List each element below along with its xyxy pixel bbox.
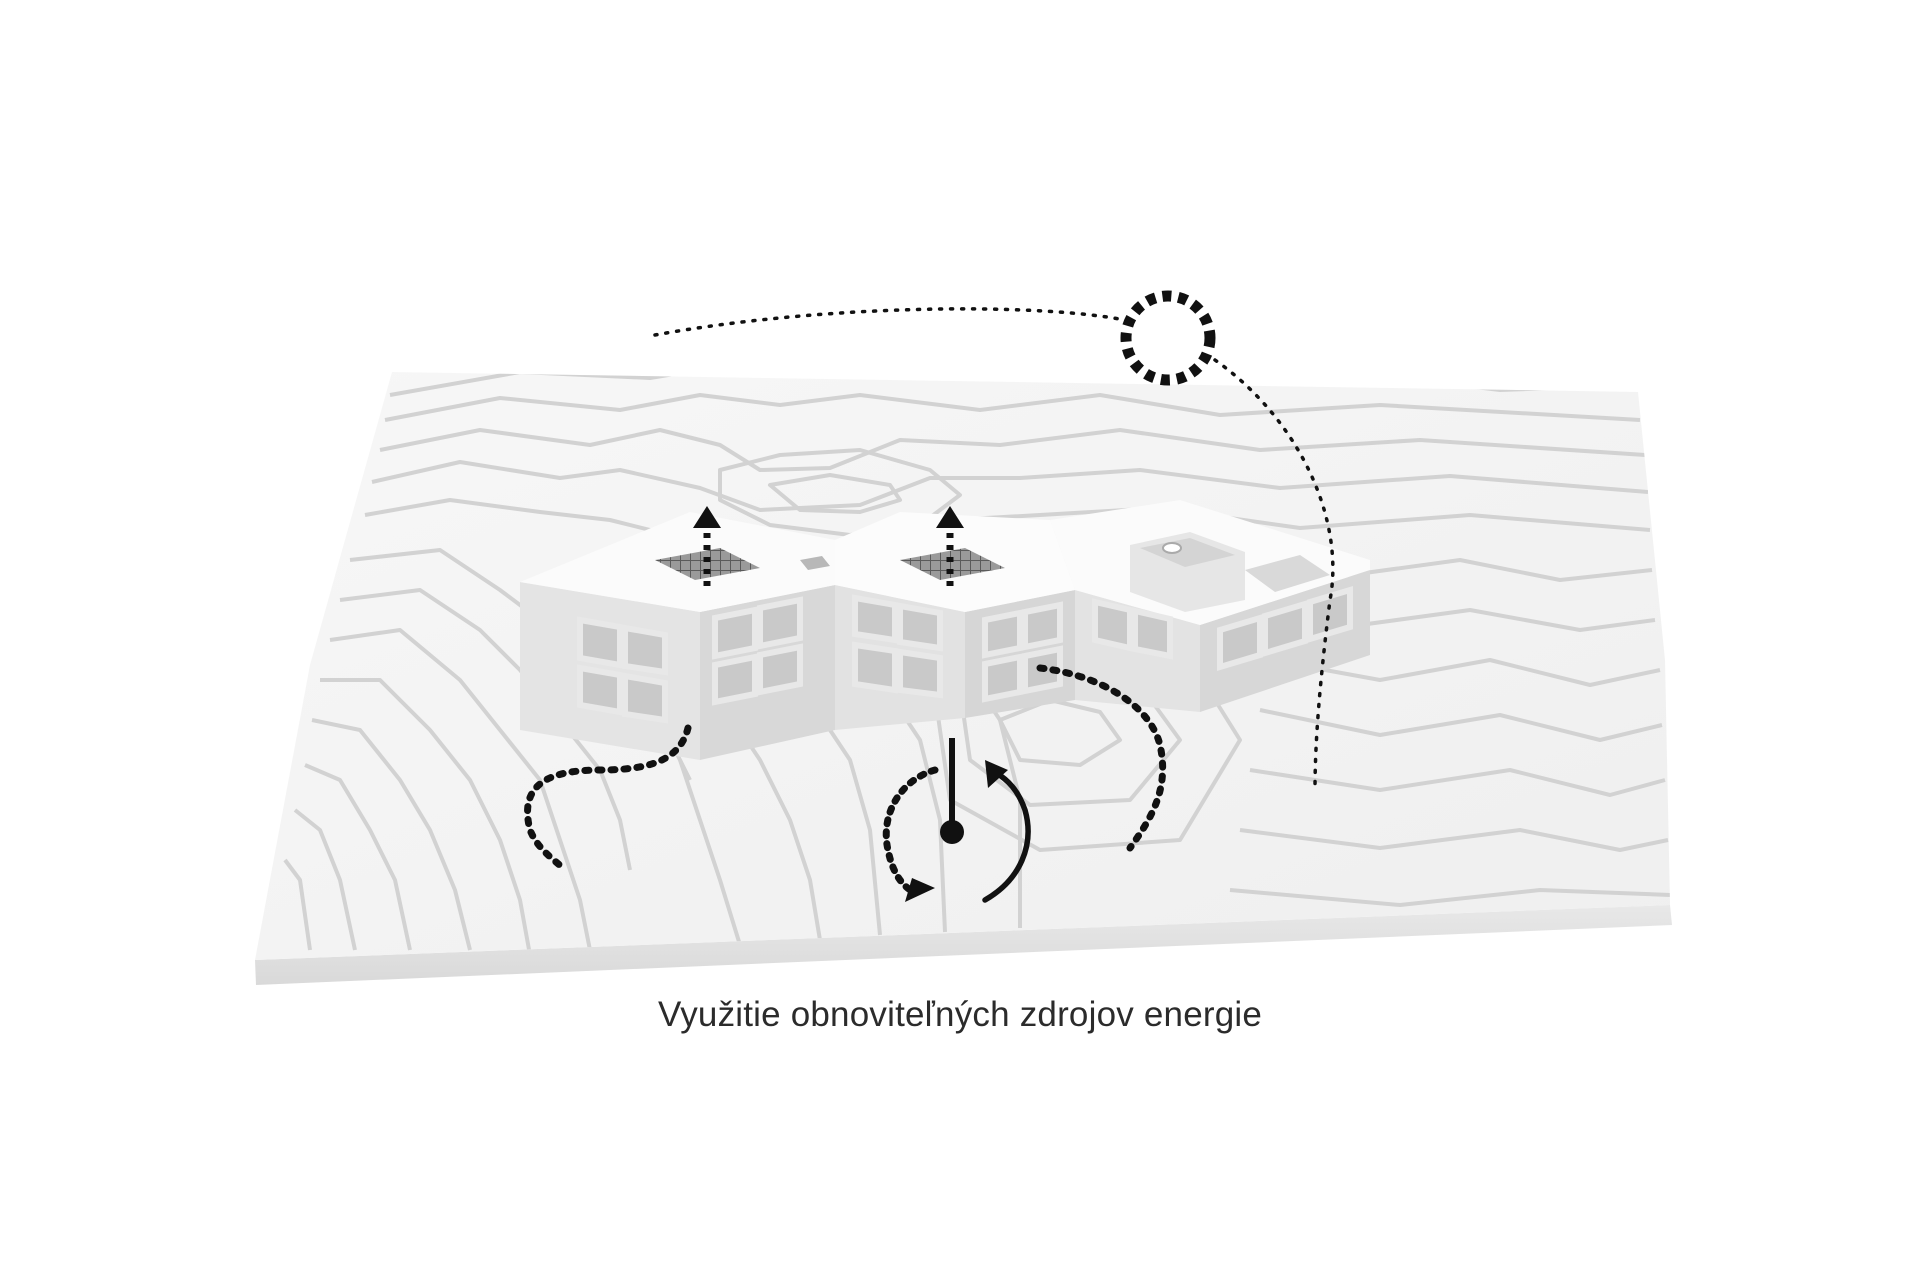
annotations xyxy=(524,290,1335,903)
up-arrow-icon xyxy=(936,506,964,586)
roof-courtyard xyxy=(1130,532,1330,612)
diagram-caption: Využitie obnoviteľných zdrojov energie xyxy=(657,995,1263,1034)
building-model xyxy=(520,500,1370,760)
up-arrow-icon xyxy=(693,506,721,586)
sun-path-arc xyxy=(653,307,1127,337)
window-grid-right xyxy=(1092,585,1353,672)
sun-path-descent xyxy=(1213,358,1335,792)
terrain-front-edge xyxy=(255,905,1672,985)
airflow-path-right xyxy=(1036,664,1167,852)
roof-solar-panel-right xyxy=(900,548,1005,580)
geothermal-probe xyxy=(940,738,964,844)
airflow-path-left xyxy=(524,724,692,874)
window-grid-left xyxy=(577,596,803,724)
sun-icon xyxy=(1120,290,1216,386)
roof-hatch xyxy=(800,556,830,570)
cycle-arrows-icon xyxy=(882,760,1031,903)
window-grid-middle xyxy=(852,594,1063,703)
roof-solar-panel-left xyxy=(655,548,760,580)
